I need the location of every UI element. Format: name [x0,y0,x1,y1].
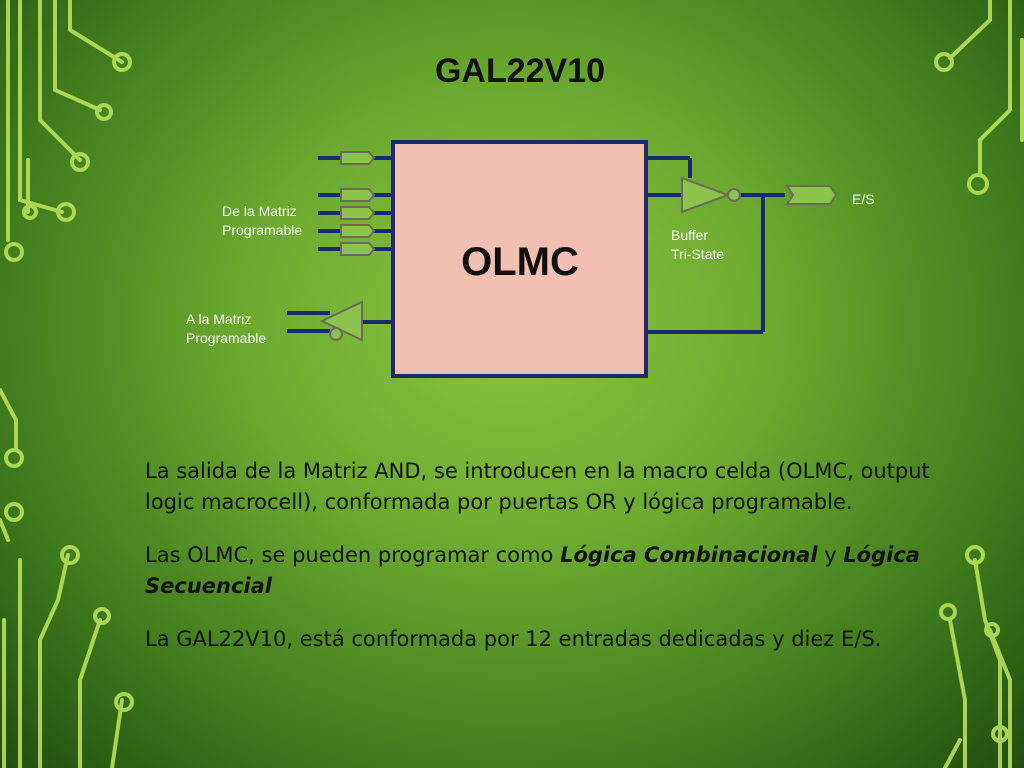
buffer-label: Buffer Tri-State [671,227,725,262]
olmc-block [391,140,648,378]
slide-title: GAL22V10 [434,52,606,90]
io-label: E/S [852,191,875,207]
feedback-buffer [319,300,363,342]
combinational-logic-term: Lógica Combinacional [560,543,818,567]
paragraph-programming: Las OLMC, se pueden programar como Lógic… [145,543,920,598]
input-buffer-5 [340,242,376,256]
io-pin [785,185,838,205]
input-buffer-4 [340,224,376,238]
wiring [287,156,785,334]
input-gates [340,151,376,256]
input-buffer-2 [340,188,376,202]
paragraph-gal-inputs: La GAL22V10, está conformada por 12 entr… [145,627,882,651]
paragraph-macrocell: La salida de la Matriz AND, se introduce… [145,459,930,514]
input-buffer-1 [340,151,376,165]
input-label: De la Matriz Programable [222,203,303,238]
slide-body: La salida de la Matriz AND, se introduce… [145,456,975,655]
olmc-block-label: OLMC [461,240,579,284]
feedback-label: A la Matriz Programable [186,311,267,346]
tri-state-buffer [681,176,741,214]
sequential-logic-term: Lógica Secuencial [145,543,920,598]
input-buffer-3 [340,206,376,220]
